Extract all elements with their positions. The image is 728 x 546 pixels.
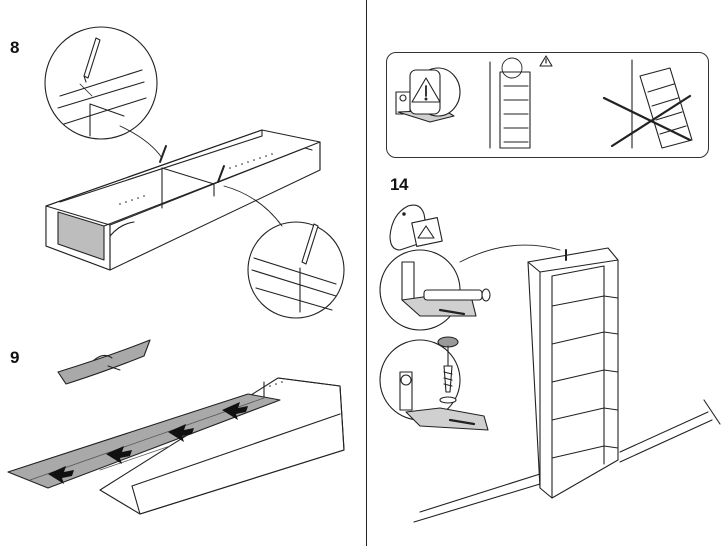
shelf-frame-box-step9: [99, 377, 345, 515]
tall-bookcase: [527, 247, 619, 499]
arrow-icon: [48, 402, 248, 484]
backboard-fold-detail: [57, 339, 151, 385]
wall-bracket-detail-circle: [379, 244, 561, 331]
step-9-number: 9: [10, 348, 19, 367]
step-14-illustration: [379, 204, 721, 523]
warning-panel-illustrations: [395, 55, 693, 149]
detail-circle-top: [44, 26, 163, 159]
step-8-number: 8: [10, 38, 19, 57]
room-wall-floor-lines: [413, 399, 721, 523]
warning-triangle-icon: [417, 225, 435, 239]
wall-fixing-hardware: [395, 67, 461, 123]
screw-fixing-detail-circle: [379, 336, 489, 431]
cross-out-icon: [602, 94, 692, 148]
falling-bookcase-crossed-icon: [602, 59, 693, 149]
step-9-illustration: [7, 339, 345, 515]
pencil-icon: [83, 37, 101, 83]
wall-anchor-warning-panel: [386, 52, 709, 158]
step-8-illustration: [44, 26, 345, 319]
pencil-icon: [301, 223, 319, 265]
page-divider: [366, 0, 367, 546]
backboard-sheet: [7, 393, 281, 489]
bookcase-anchored-icon: [489, 55, 553, 149]
step-14-number: 14: [390, 175, 408, 194]
shelf-frame-box: [45, 129, 321, 271]
person-reading-manual-icon: [389, 204, 443, 251]
detail-circle-bottom: [223, 185, 345, 319]
bookcase-shelves: [551, 295, 619, 459]
